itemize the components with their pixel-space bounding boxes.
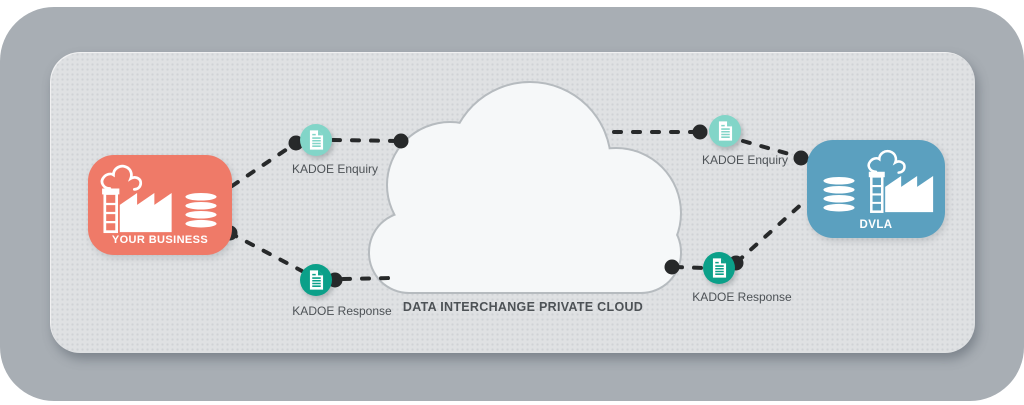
your-business-node: YOUR BUSINESS (88, 155, 232, 255)
dvla-label: DVLA (859, 219, 893, 231)
left-enquiry-label: KADOE Enquiry (291, 162, 379, 176)
dashed-connector-enquiry-to-cloud (331, 138, 403, 143)
cloud-shape-fill (370, 83, 680, 292)
kadoe-response-document-icon (703, 252, 735, 284)
right-response-label: KADOE Response (692, 290, 792, 304)
left-response-label: KADOE Response (292, 304, 392, 318)
database-stack-icon (185, 193, 217, 228)
factory-icon (867, 149, 934, 213)
dashed-connector-response-to-cloud (341, 276, 393, 281)
factory-icon (100, 164, 172, 234)
document-icon (309, 270, 323, 290)
dashed-connector-business-to-enquiry (230, 141, 298, 188)
kadoe-enquiry-document-icon (709, 115, 741, 147)
business-label: YOUR BUSINESS (111, 234, 209, 246)
dashed-connector-response-to-dvla (735, 199, 807, 264)
connector-dot (692, 124, 708, 140)
kadoe-enquiry-document-icon (300, 124, 332, 156)
document-icon (309, 130, 323, 150)
connector-dot (793, 150, 809, 166)
dvla-node: DVLA (807, 140, 945, 238)
dashed-connector-cloud-to-response (673, 265, 705, 270)
document-icon (718, 121, 732, 141)
connector-dot (664, 259, 680, 275)
connector-dot (393, 133, 409, 149)
dashed-connector-business-to-response (228, 231, 304, 273)
database-stack-icon (823, 177, 855, 212)
cloud-title: DATA INTERCHANGE PRIVATE CLOUD (402, 300, 644, 314)
document-icon (712, 258, 726, 278)
kadoe-response-document-icon (300, 264, 332, 296)
right-enquiry-label: KADOE Enquiry (701, 153, 789, 167)
connector-dot (288, 135, 304, 151)
